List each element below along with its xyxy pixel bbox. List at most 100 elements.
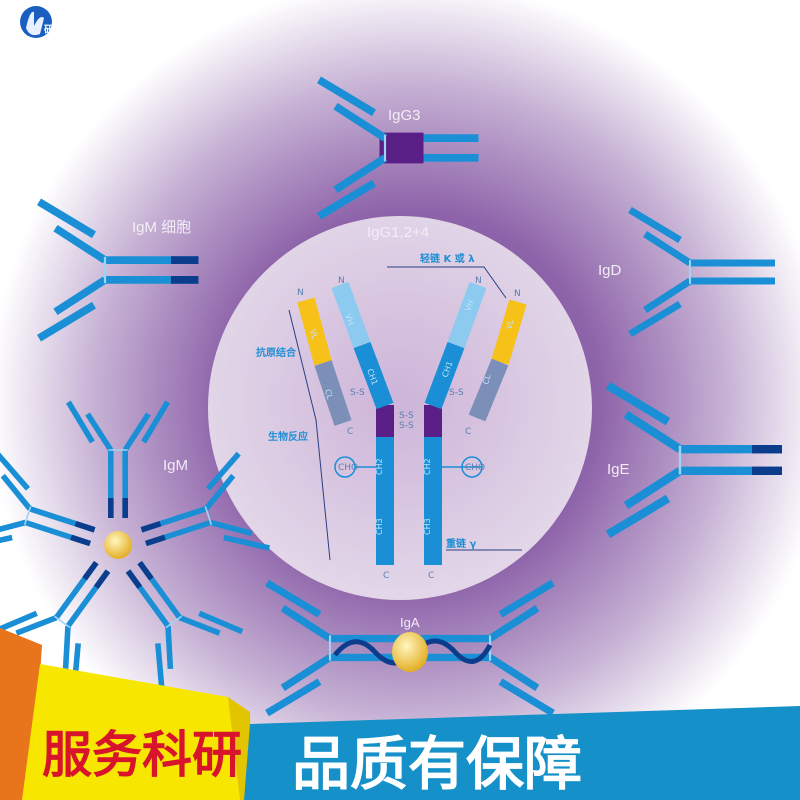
disulfide-label: S-S xyxy=(350,388,365,398)
light-chain xyxy=(628,300,682,338)
heavy-arm xyxy=(488,605,540,642)
n-label: N xyxy=(338,276,345,286)
cho-label-left: CHO xyxy=(338,463,358,473)
heavy-arm xyxy=(209,519,253,537)
label-iga: IgA xyxy=(400,615,420,630)
hinge-left xyxy=(376,405,394,437)
antibody-igm-unit xyxy=(125,560,244,691)
label-igg3: IgG3 xyxy=(388,107,421,124)
banner-yellow-shape xyxy=(22,664,252,800)
chain-segment xyxy=(137,560,154,581)
chain-segment xyxy=(93,569,111,589)
ch2-label: CH2 xyxy=(423,458,432,475)
vh-label: VH xyxy=(463,299,475,313)
antibody-igm-unit xyxy=(65,400,171,519)
hinge-region xyxy=(379,132,424,164)
chain-segment xyxy=(145,534,166,547)
light-chain xyxy=(198,610,244,635)
bracket-line xyxy=(288,309,331,561)
cl-right xyxy=(468,358,509,422)
heavy-arm xyxy=(623,467,683,510)
light-chain xyxy=(265,579,322,618)
vh-right xyxy=(447,281,487,349)
n-label: N xyxy=(297,288,304,298)
biological-response-label: 生物反应 xyxy=(268,430,308,443)
heavy-arm xyxy=(203,473,236,511)
antibody-igm-cell xyxy=(37,198,199,342)
chain-segment xyxy=(125,569,143,589)
heavy-arm xyxy=(53,224,108,264)
light-chain-arrow xyxy=(387,266,507,299)
heavy-arm xyxy=(643,231,692,266)
heavy-arm xyxy=(15,615,58,636)
chain-segment xyxy=(165,615,183,629)
light-chain xyxy=(0,534,13,551)
ch1-left xyxy=(353,341,394,410)
heavy-arm xyxy=(333,102,388,142)
inner-circle xyxy=(208,216,592,600)
vl-label: VL xyxy=(308,328,319,340)
light-chain xyxy=(265,678,322,717)
light-chain xyxy=(317,179,376,220)
light-chain xyxy=(498,579,555,618)
antibody-igd xyxy=(628,206,775,338)
antigen-binding-label: 抗原结合 xyxy=(256,346,297,359)
cl-label: CL xyxy=(481,373,492,386)
label-ige: IgE xyxy=(607,461,630,478)
ch1-right xyxy=(424,341,465,410)
light-chain xyxy=(628,206,682,244)
heavy-arm xyxy=(333,154,388,194)
banner-blue-shape xyxy=(244,706,800,800)
label-igg124: IgG1,2+4 xyxy=(367,224,429,241)
n-label: N xyxy=(514,289,521,299)
heavy-arm xyxy=(280,605,332,642)
chain-segment xyxy=(82,560,99,581)
heavy-arm xyxy=(85,412,114,452)
chain-segment xyxy=(74,520,96,533)
vl-right xyxy=(491,299,527,365)
label-igm: IgM xyxy=(163,457,188,474)
vl-label: VL xyxy=(504,318,515,330)
igm-center-ball xyxy=(104,531,132,559)
chain-segment xyxy=(23,506,32,526)
c-label: C xyxy=(465,427,471,437)
chain-segment xyxy=(53,615,71,629)
light-chain xyxy=(317,76,376,117)
ch2-label: CH2 xyxy=(375,458,384,475)
label-igm-cell: IgM 细胞 xyxy=(132,219,191,236)
heavy-arm xyxy=(62,625,71,670)
disulfide-label: S-S xyxy=(399,421,414,431)
light-chain xyxy=(37,301,96,342)
light-chain xyxy=(37,198,96,239)
heavy-arm xyxy=(122,412,151,452)
cho-circle xyxy=(334,456,356,478)
heavy-arm xyxy=(488,654,540,691)
heavy-arm xyxy=(643,278,692,313)
antibody-igm-unit xyxy=(0,451,96,551)
light-chain xyxy=(498,678,555,717)
banner-right-text: 品质有保障 xyxy=(292,730,582,798)
c-label: C xyxy=(347,427,353,437)
heavy-arm xyxy=(165,625,174,670)
j-chain-ball xyxy=(392,632,428,672)
c-label: C xyxy=(428,571,434,581)
light-chain-label: 轻链 K 或 λ xyxy=(420,252,475,265)
c-label: C xyxy=(383,571,389,581)
ch3-label: CH3 xyxy=(423,518,432,535)
light-chain xyxy=(0,451,31,491)
chain-segment xyxy=(70,534,91,547)
logo: 研 xyxy=(20,6,54,38)
hinge-right xyxy=(424,405,442,437)
antibody-igg3 xyxy=(317,76,479,220)
chain-segment xyxy=(204,506,213,526)
label-igd: IgD xyxy=(598,262,622,279)
cl-left xyxy=(314,360,352,426)
banner: 服务科研 品质有保障 xyxy=(0,628,800,800)
vl-left xyxy=(297,297,332,366)
cho-label-right: CHO xyxy=(465,463,485,473)
disulfide-label: S-S xyxy=(399,411,414,421)
logo-glyph: 研 xyxy=(44,24,54,36)
